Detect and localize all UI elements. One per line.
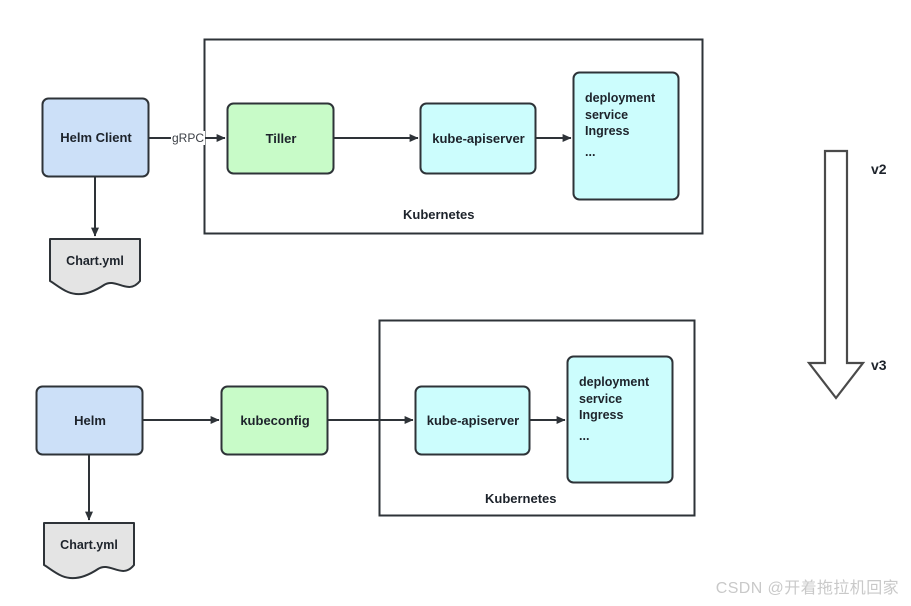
v2-kubernetes-caption: Kubernetes [403, 207, 475, 222]
v2-kube-apiserver-box[interactable] [419, 102, 537, 175]
v3-kube-apiserver-box[interactable] [414, 385, 531, 456]
version-label-v2: v2 [871, 161, 887, 177]
v3-helm-box[interactable] [35, 385, 144, 456]
v3-resources-box[interactable] [566, 355, 674, 484]
version-label-v3: v3 [871, 357, 887, 373]
v3-kubernetes-caption: Kubernetes [485, 491, 557, 506]
v3-chart-yml-document[interactable] [43, 522, 135, 580]
v3-kubernetes-container [378, 319, 696, 517]
v2-grpc-edge-label: gRPC [171, 131, 206, 145]
v3-kubeconfig-box[interactable] [220, 385, 329, 456]
v2-resources-box[interactable] [572, 71, 680, 201]
v2-chart-yml-document[interactable] [49, 238, 141, 296]
csdn-watermark: CSDN @开着拖拉机回家 [715, 580, 899, 597]
v2-helm-client-box[interactable] [41, 97, 150, 178]
version-transition-arrow [806, 149, 866, 400]
v2-tiller-box[interactable] [226, 102, 335, 175]
